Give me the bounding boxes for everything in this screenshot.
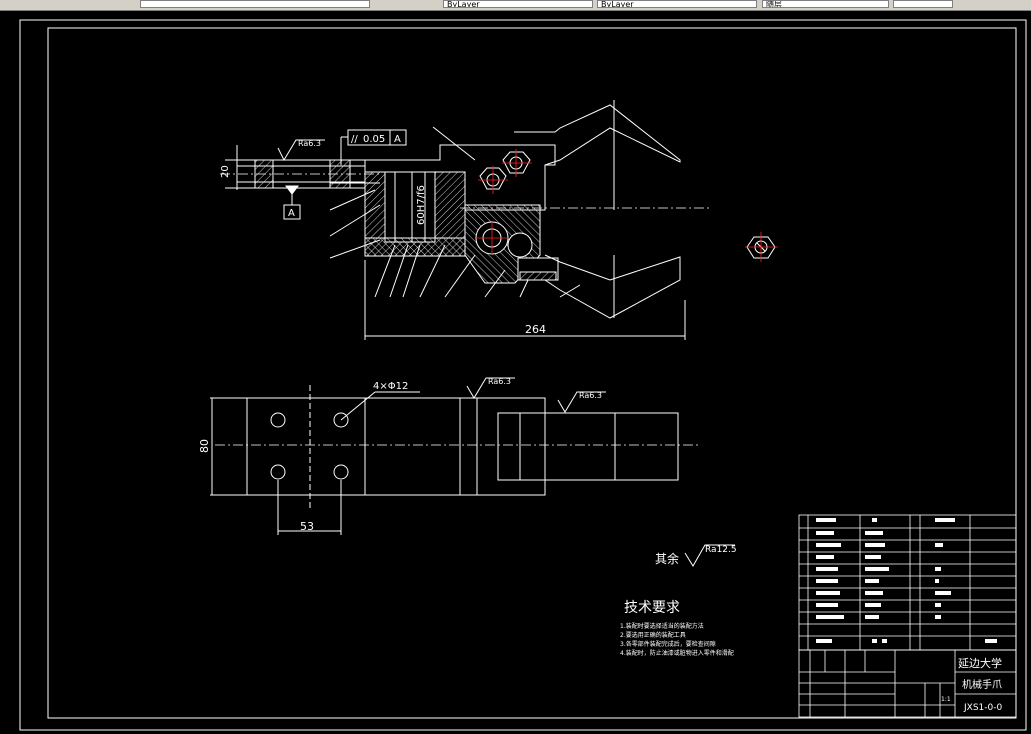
drawing-number: JXS1-0-0 — [963, 703, 1002, 713]
roughness-top: Ra6.3 — [298, 139, 321, 148]
layer-dropdown[interactable] — [140, 0, 370, 8]
color-dropdown[interactable]: ByLayer — [443, 0, 593, 8]
datum-letter: A — [288, 208, 295, 219]
tolerance-symbol: // — [351, 134, 358, 145]
dim-spacing: 53 — [300, 520, 314, 533]
centerlines — [215, 173, 710, 446]
datum-feature — [283, 129, 407, 220]
dim-top-height: 20 — [220, 165, 231, 178]
part-name: 机械手爪 — [962, 678, 1002, 691]
drawing-canvas[interactable]: 20 60H7/f6 264 80 53 4×Φ12 Ra6.3 Ra6.3 R… — [0, 10, 1031, 734]
other-label: 其余 — [655, 551, 679, 566]
roughness-mid2: Ra6.3 — [579, 391, 602, 400]
outer-frame — [19, 19, 1027, 731]
tolerance-value: 0.05 — [363, 134, 385, 145]
layer-icons[interactable] — [55, 0, 65, 8]
scale-value: 1:1 — [941, 696, 951, 703]
tech-line-4: 4.装配时，防止油漆或脏物进入零件和滑配 — [620, 649, 734, 657]
roughness-other: Ra12.5 — [705, 545, 737, 555]
dim-length: 264 — [525, 323, 546, 336]
roughness-symbols — [277, 139, 735, 567]
roughness-mid1: Ra6.3 — [488, 377, 511, 386]
tech-title: 技术要求 — [624, 600, 680, 616]
plan-view — [210, 385, 679, 535]
cad-toolbar: ByLayer ByLayer 随层 — [0, 0, 1031, 11]
school-name: 延边大学 — [958, 656, 1002, 670]
linetype-dropdown[interactable]: ByLayer — [597, 0, 757, 8]
inner-frame — [47, 27, 1017, 719]
lineweight-dropdown[interactable]: 随层 — [762, 0, 889, 8]
tech-line-3: 3.各零部件装配完成后，要检查间隙 — [620, 640, 716, 648]
plotstyle-dropdown[interactable] — [893, 0, 953, 8]
parts-list-entries — [816, 518, 997, 643]
tolerance-datum: A — [394, 134, 401, 145]
dim-fit: 60H7/f6 — [416, 185, 427, 225]
dim-width: 80 — [198, 439, 211, 453]
section-view — [225, 100, 776, 340]
tech-line-2: 2.要选用正确的装配工具 — [620, 631, 686, 639]
holes-note: 4×Φ12 — [373, 381, 408, 392]
title-block — [798, 649, 1017, 718]
tech-line-1: 1.装配时要选择适当的装配方法 — [620, 622, 704, 630]
center-marks — [476, 149, 778, 262]
